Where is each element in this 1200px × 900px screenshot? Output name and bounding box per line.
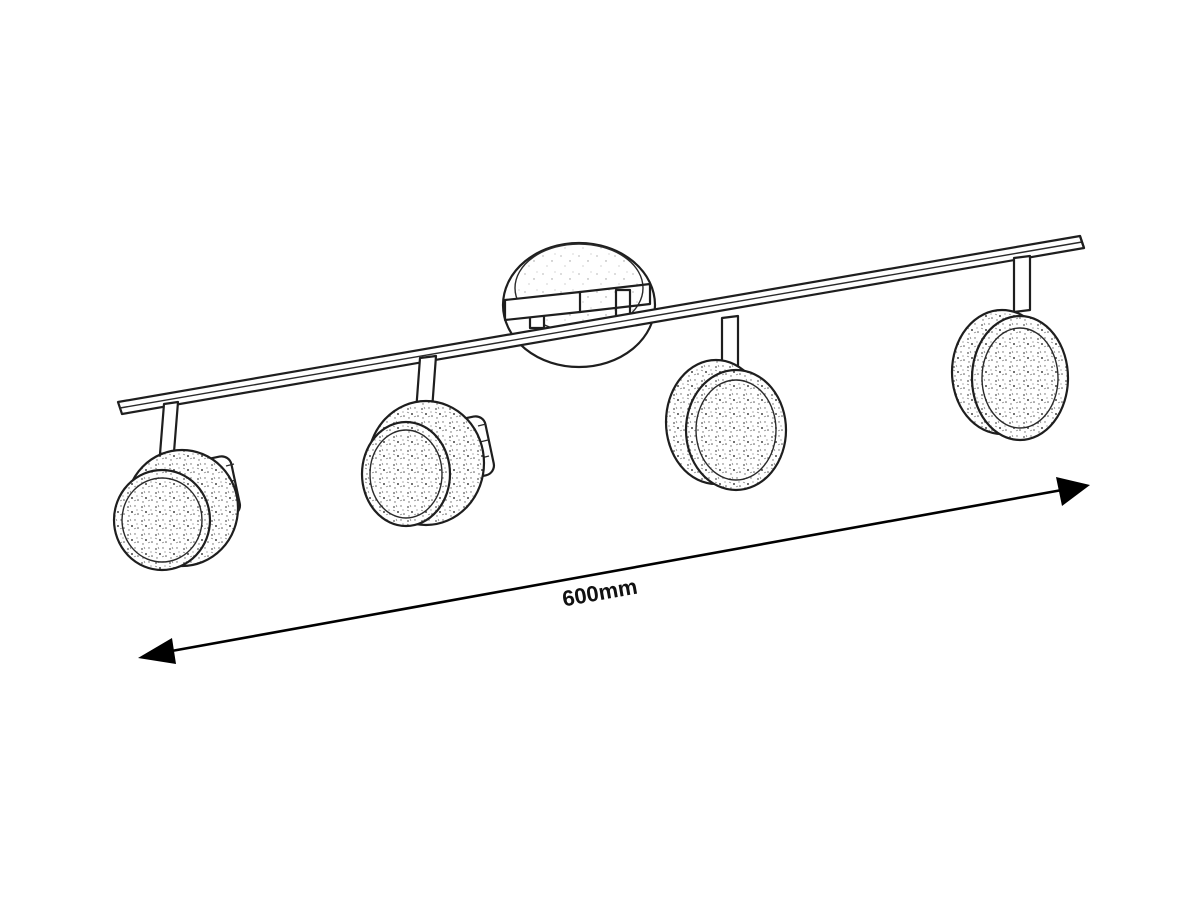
mounting-bar bbox=[116, 234, 1086, 416]
spotlight-3 bbox=[664, 314, 788, 492]
dimension-arrow bbox=[138, 477, 1090, 664]
spotlight-4 bbox=[950, 254, 1070, 442]
spotlight-1 bbox=[112, 400, 242, 572]
spotlight-2 bbox=[360, 354, 496, 528]
ceiling-canopy bbox=[501, 241, 657, 369]
arrowhead-right bbox=[1056, 477, 1090, 506]
arrowhead-left bbox=[138, 638, 176, 664]
